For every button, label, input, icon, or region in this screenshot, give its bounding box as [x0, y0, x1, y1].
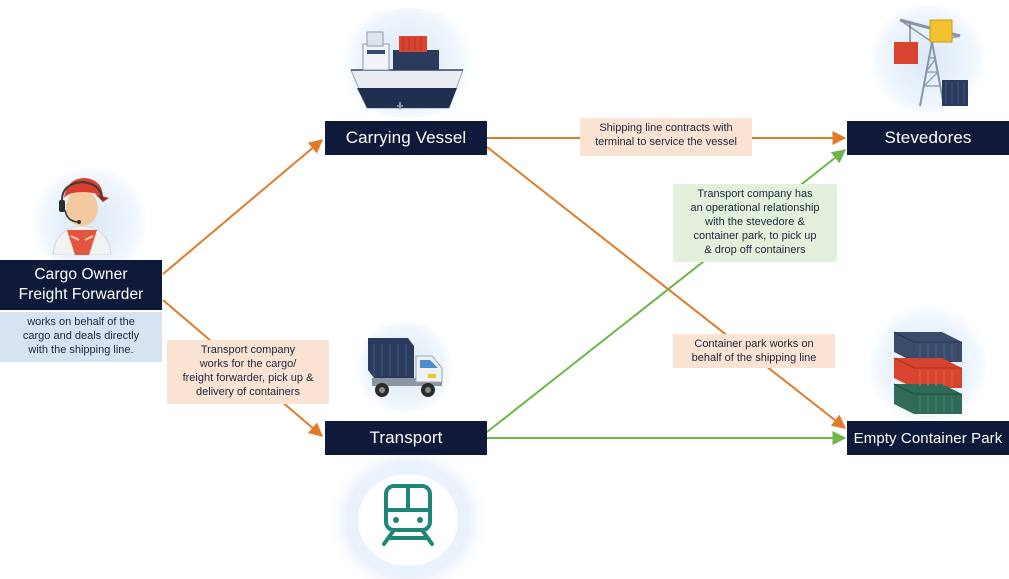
node-empty-container-park: Empty Container Park: [847, 421, 1009, 455]
node-stevedores: Stevedores: [847, 121, 1009, 155]
note-transport-op-4: container park, to pick up: [693, 230, 817, 242]
note-transport-works-2: works for the cargo/: [199, 358, 297, 370]
note-transport-op-5: & drop off containers: [704, 244, 806, 256]
arrow-cargo-to-vessel: [162, 139, 324, 275]
ship-icon: [350, 31, 464, 110]
note-transport-op-1: Transport company has: [697, 188, 813, 200]
truck-icon: [368, 338, 443, 397]
note-transport-works-1: Transport company: [200, 344, 296, 356]
train-icon: [382, 484, 434, 546]
note-container-park-1: Container park works on: [694, 338, 814, 350]
note-container-park-2: behalf of the shipping line: [691, 352, 817, 364]
note-transport-operational: Transport company has an operational rel…: [673, 184, 837, 262]
note-transport-op-3: with the stevedore &: [705, 216, 805, 228]
crane-icon: [894, 18, 968, 107]
arrow-vessel-to-container-park: [486, 146, 847, 429]
note-shipping-line: Shipping line contracts with terminal to…: [580, 118, 752, 156]
note-transport-op-2: an operational relationship: [690, 202, 820, 214]
note-shipping-line-2: terminal to service the vessel: [595, 136, 737, 148]
cargo-owner-desc-line3: with the shipping line.: [28, 344, 134, 356]
containers-stack-icon: [893, 331, 962, 414]
note-container-park: Container park works on behalf of the sh…: [673, 334, 835, 368]
node-carrying-vessel: Carrying Vessel: [325, 121, 487, 155]
note-transport-works-4: delivery of containers: [196, 386, 300, 398]
cargo-owner-description: works on behalf of the cargo and deals d…: [0, 312, 162, 362]
cargo-owner-desc-line2: cargo and deals directly: [22, 330, 140, 342]
note-shipping-line-1: Shipping line contracts with: [599, 122, 733, 134]
note-transport-works: Transport company works for the cargo/ f…: [167, 340, 329, 404]
note-transport-works-3: freight forwarder, pick up &: [182, 372, 314, 384]
node-transport: Transport: [325, 421, 487, 455]
cargo-owner-line1: Cargo Owner: [34, 266, 128, 283]
node-cargo-owner: Cargo Owner Freight Forwarder: [0, 260, 162, 310]
worker-headset-icon: [52, 178, 112, 255]
cargo-owner-desc-line1: works on behalf of the: [27, 316, 135, 328]
cargo-owner-line2: Freight Forwarder: [18, 286, 144, 303]
